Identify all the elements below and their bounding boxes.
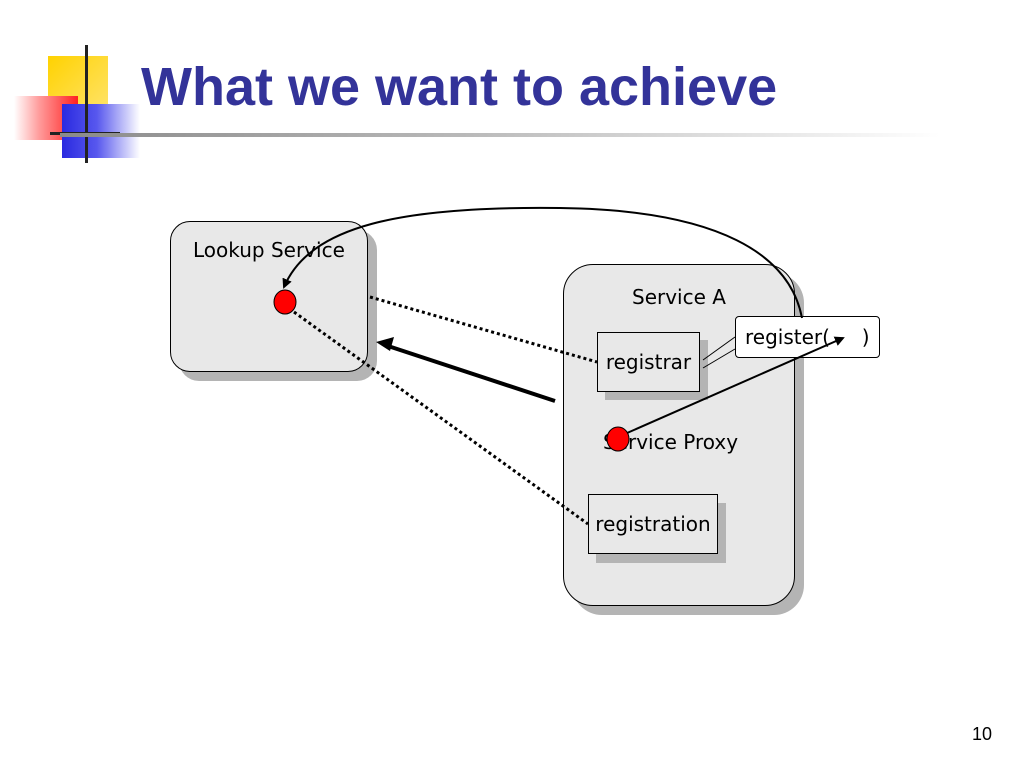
register-curve-arrow bbox=[282, 206, 803, 319]
lookup-service-label: Lookup Service bbox=[193, 238, 345, 262]
logo-vertical-line bbox=[85, 45, 88, 163]
registration-note: registration bbox=[588, 494, 718, 554]
lookup-service-node bbox=[273, 289, 297, 315]
slide-title: What we want to achieve bbox=[141, 57, 778, 117]
registrar-label: registrar bbox=[605, 350, 692, 374]
proxy-to-register-arrow bbox=[617, 336, 845, 438]
slide-logo bbox=[0, 0, 140, 170]
register-callout: register( ) bbox=[735, 316, 880, 358]
registration-label: registration bbox=[595, 512, 711, 536]
register-callout-text: register( ) bbox=[745, 325, 870, 349]
dotted-link-registration bbox=[293, 310, 589, 526]
thick-arrow-head bbox=[376, 337, 394, 351]
logo-blue-square bbox=[62, 104, 140, 158]
callout-connector-bottom bbox=[702, 348, 736, 369]
registrar-note: registrar bbox=[597, 332, 700, 392]
lookup-service-box bbox=[170, 221, 368, 372]
service-proxy-node bbox=[606, 426, 630, 452]
service-a-label: Service A bbox=[632, 285, 726, 309]
thick-arrow-to-lookup bbox=[384, 343, 556, 403]
page-number: 10 bbox=[971, 724, 992, 744]
title-underline bbox=[60, 133, 940, 137]
callout-connector-top bbox=[702, 336, 736, 361]
